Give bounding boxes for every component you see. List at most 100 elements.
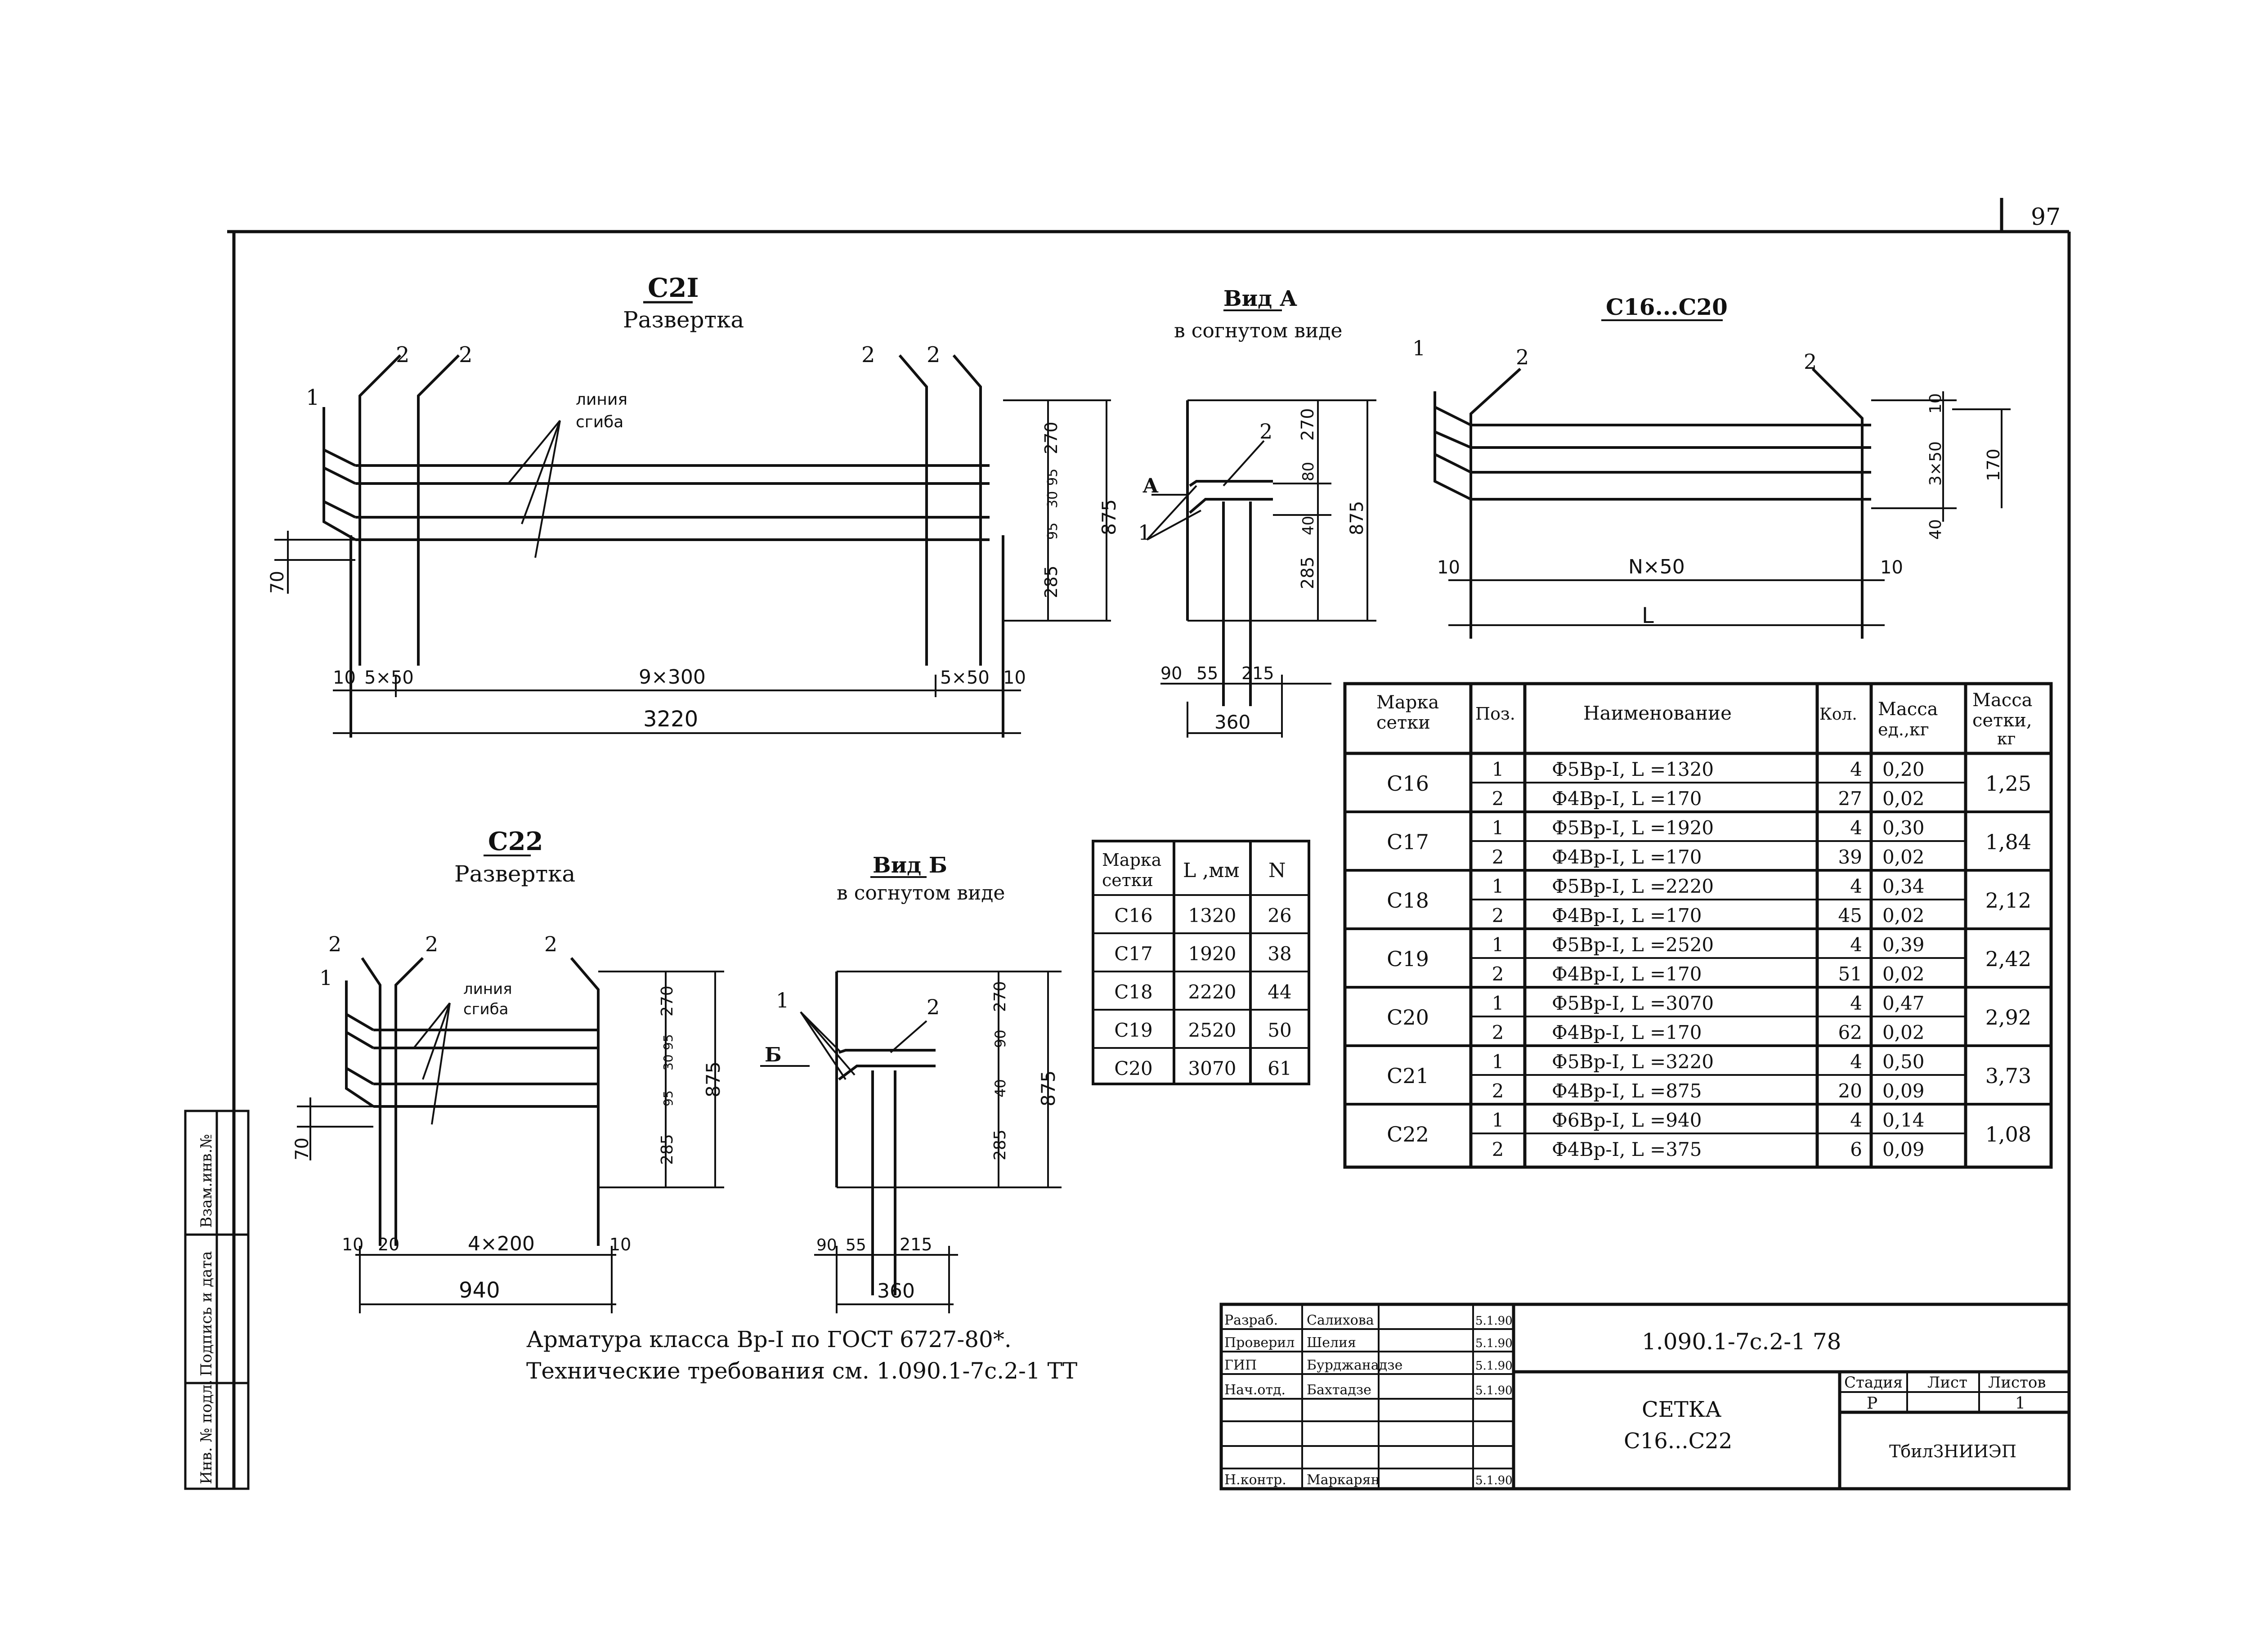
- vid-b-dim-215: 215: [900, 1235, 932, 1254]
- main-table-head-mass-2: ед.,кг: [1878, 720, 1929, 739]
- main-table-name: Ф4Вр-I, L =375: [1552, 1138, 1702, 1160]
- main-table-mass-unit: 0,47: [1882, 992, 1925, 1014]
- main-table-qty: 20: [1838, 1080, 1862, 1102]
- c21-pos-2b: 2: [459, 342, 473, 367]
- small-table-L: 3070: [1188, 1057, 1237, 1079]
- c16-dim-10a: 10: [1437, 557, 1460, 578]
- c16-dim-170: 170: [1984, 448, 2003, 481]
- vid-a-dim-40: 40: [1299, 516, 1317, 535]
- c21-bend-line-2: сгиба: [576, 413, 623, 431]
- main-table-head-mass-1: Масса: [1878, 699, 1938, 720]
- c16-pos-2a: 2: [1516, 345, 1529, 369]
- note-line-2: Технические требования см. 1.090.1-7с.2-…: [526, 1358, 1077, 1384]
- main-table-head-mark-2: сетки: [1376, 712, 1430, 733]
- c16-c20-drawing: С16...С20 1 2 2 10 N×50 10 L: [1412, 294, 2011, 639]
- main-table-qty: 39: [1838, 846, 1862, 868]
- main-table-mass-unit: 0,34: [1882, 875, 1925, 897]
- vid-b-subtitle: в согнутом виде: [837, 882, 1005, 904]
- c21-subtitle: Развертка: [623, 307, 744, 333]
- main-table-pos: 1: [1492, 934, 1504, 956]
- c22-dim-20: 20: [378, 1235, 399, 1254]
- main-table-name: Ф4Вр-I, L =875: [1552, 1080, 1702, 1102]
- small-table-mark: С20: [1114, 1057, 1153, 1079]
- main-table-qty: 4: [1850, 992, 1862, 1014]
- main-table-head-pos: Поз.: [1475, 704, 1515, 724]
- main-table-mass-unit: 0,02: [1882, 788, 1925, 810]
- title-block-role: Н.контр.: [1224, 1472, 1286, 1488]
- vid-a-dim-875: 875: [1347, 501, 1367, 535]
- c21-dim-285: 285: [1041, 565, 1061, 598]
- main-table-mass-unit: 0,09: [1882, 1080, 1925, 1102]
- vid-b-dim-55: 55: [846, 1236, 866, 1254]
- small-table-N: 50: [1268, 1019, 1291, 1041]
- main-table-head-massnet-1: Масса: [1972, 690, 2032, 711]
- c21-pos-2c: 2: [861, 342, 875, 367]
- vid-a-drawing: Вид А в согнутом виде А 1: [1138, 286, 1376, 738]
- main-table-mark: С22: [1387, 1122, 1429, 1146]
- vid-b-dim-270: 270: [991, 981, 1009, 1012]
- vid-b-dim-360: 360: [877, 1280, 915, 1303]
- vid-b-drawing: Вид Б в согнутом виде Б 1 2 9: [760, 853, 1062, 1313]
- c22-dim-270: 270: [658, 985, 676, 1016]
- main-table-mass-unit: 0,14: [1882, 1109, 1925, 1131]
- c22-dim-30: 30: [661, 1054, 676, 1070]
- vid-b-dim-285: 285: [991, 1129, 1009, 1160]
- main-table-pos: 1: [1492, 992, 1504, 1014]
- vid-b-dim-90v: 90: [992, 1030, 1009, 1048]
- vid-a-dim-215: 215: [1241, 663, 1274, 683]
- main-table-pos: 1: [1492, 875, 1504, 897]
- c22-pos-1: 1: [319, 966, 332, 990]
- main-table-pos: 2: [1492, 788, 1504, 810]
- c22-dim-10a: 10: [342, 1235, 363, 1254]
- main-table-mark: С20: [1387, 1005, 1429, 1030]
- sheet-frame: [227, 198, 2071, 1489]
- main-table-mass-net: 2,92: [1985, 1005, 2031, 1030]
- c16-dim-3x50: 3×50: [1926, 441, 1945, 486]
- small-table-head-mark-1: Марка: [1102, 850, 1161, 870]
- vid-b-dim-40: 40: [992, 1079, 1009, 1097]
- side-strip: [184, 1110, 250, 1490]
- vid-a-subtitle: в согнутом виде: [1174, 319, 1342, 342]
- c16-dim-v40: 40: [1926, 519, 1945, 540]
- main-table-head-massnet-3: кг: [1997, 730, 2016, 748]
- small-table-L: 2520: [1188, 1019, 1237, 1041]
- main-table-qty: 27: [1838, 788, 1862, 810]
- title-block-sheet-label: Лист: [1927, 1374, 1967, 1392]
- main-table-pos: 1: [1492, 1109, 1504, 1131]
- title-block-staff-name: Бурджанадзе: [1307, 1357, 1402, 1373]
- small-table-N: 38: [1268, 943, 1291, 965]
- main-table-qty: 6: [1850, 1138, 1862, 1160]
- main-table-mass-unit: 0,02: [1882, 846, 1925, 868]
- c21-pos-2d: 2: [927, 342, 941, 367]
- side-strip-sign: Подпись и дата: [197, 1251, 215, 1377]
- main-table-name: Ф4Вр-I, L =170: [1552, 963, 1702, 985]
- main-table-name: Ф5Вр-I, L =1920: [1552, 817, 1714, 839]
- small-table-L: 1320: [1188, 904, 1237, 927]
- small-table-mark: С19: [1114, 1019, 1153, 1041]
- main-table-pos: 1: [1492, 758, 1504, 780]
- side-strip-inv: Инв. № подл.: [197, 1379, 215, 1484]
- title-block-staff-name: Салихова: [1307, 1312, 1374, 1328]
- c22-dim-875: 875: [702, 1061, 724, 1097]
- c22-bend-line-1: линия: [463, 980, 512, 998]
- side-strip-vzam: Взам.инв.№: [197, 1134, 215, 1228]
- vid-a-dim-285: 285: [1298, 556, 1317, 589]
- c21-dim-95b: 95: [1045, 523, 1061, 540]
- c21-dim-10a: 10: [333, 667, 356, 688]
- main-table-name: Ф4Вр-I, L =170: [1552, 788, 1702, 810]
- c21-pos-2a: 2: [396, 342, 410, 367]
- main-table-name: Ф4Вр-I, L =170: [1552, 904, 1702, 927]
- small-table-mark: С18: [1114, 981, 1153, 1003]
- main-table-mark: С18: [1387, 888, 1429, 913]
- c21-pos-1: 1: [306, 385, 320, 410]
- small-table-head-mark-2: сетки: [1102, 870, 1153, 890]
- main-table-mass-unit: 0,09: [1882, 1138, 1925, 1160]
- main-table-qty: 4: [1850, 1051, 1862, 1073]
- title-block-name-2: С16...С22: [1624, 1428, 1732, 1454]
- c21-dim-875: 875: [1098, 499, 1120, 535]
- main-table-head-massnet-2: сетки,: [1972, 710, 2032, 731]
- vid-b-title: Вид Б: [873, 853, 947, 878]
- main-table-name: Ф5Вр-I, L =3070: [1552, 992, 1714, 1014]
- main-table-qty: 4: [1850, 875, 1862, 897]
- c21-title: С2I: [648, 273, 699, 303]
